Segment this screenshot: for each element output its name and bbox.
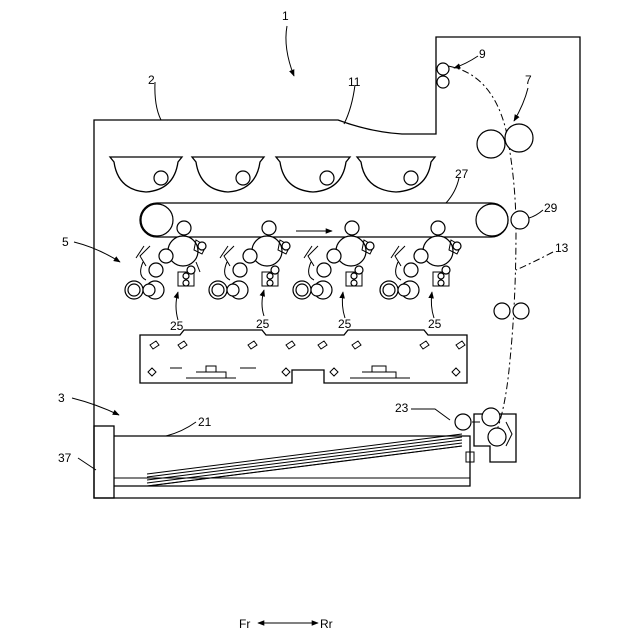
- leader-unit-2: [262, 290, 264, 316]
- leader-fixing: [514, 88, 528, 121]
- label-unit-2: 25: [256, 317, 270, 331]
- leader-unit-4: [431, 292, 434, 318]
- label-conveyance: 13: [555, 241, 569, 255]
- leader-tray: [166, 422, 196, 436]
- toner-bin-4: [357, 157, 435, 192]
- image-forming-unit-4: [380, 236, 461, 299]
- leader-unit-1: [176, 292, 178, 320]
- image-forming-unit-3: [293, 236, 374, 299]
- leader-housing: [155, 82, 161, 120]
- direction-rear: Rr: [320, 617, 333, 631]
- leader-discharge: [454, 56, 478, 68]
- toner-bin-1: [110, 157, 182, 192]
- label-tray: 21: [198, 415, 212, 429]
- leader-pickup: [411, 409, 450, 420]
- housing-outline: [94, 37, 580, 498]
- label-tray-front: 37: [58, 451, 72, 465]
- pickup-mechanism: [455, 408, 516, 462]
- conveyance-rollers: [494, 303, 529, 319]
- leader-image-forming: [74, 242, 120, 262]
- leader-belt: [446, 178, 459, 203]
- direction-indicator: Fr Rr: [239, 617, 333, 631]
- leader-transfer-roller: [529, 210, 543, 218]
- label-top-surface: 11: [348, 75, 361, 89]
- label-pickup: 23: [395, 401, 409, 415]
- leader-printer: [286, 26, 294, 76]
- image-forming-unit-2: [209, 236, 290, 299]
- toner-bin-3: [276, 157, 350, 192]
- transfer-belt: [140, 203, 508, 237]
- label-image-forming: 5: [62, 235, 69, 249]
- leader-conveyance: [516, 252, 553, 270]
- label-unit-3: 25: [338, 317, 352, 331]
- sheet-tray: [94, 426, 474, 498]
- label-housing: 2: [148, 73, 155, 87]
- label-unit-1: 25: [170, 319, 184, 333]
- label-unit-4: 25: [428, 317, 442, 331]
- fixing-rollers: [477, 124, 533, 158]
- leader-top-surface: [344, 85, 355, 124]
- toner-bin-2: [192, 157, 264, 192]
- image-forming-unit-1: [125, 236, 206, 299]
- label-printer: 1: [282, 9, 289, 23]
- label-belt: 27: [455, 167, 469, 181]
- label-fixing: 7: [525, 73, 532, 87]
- label-transfer-roller: 29: [544, 201, 558, 215]
- label-discharge: 9: [479, 47, 486, 61]
- label-feeder: 3: [58, 391, 65, 405]
- direction-front: Fr: [239, 617, 250, 631]
- exposure-unit: [140, 330, 467, 383]
- discharge-rollers: [437, 63, 449, 88]
- leader-feeder: [72, 398, 119, 415]
- leader-tray-front: [78, 458, 96, 470]
- leader-unit-3: [342, 292, 345, 318]
- secondary-transfer-roller: [511, 211, 529, 229]
